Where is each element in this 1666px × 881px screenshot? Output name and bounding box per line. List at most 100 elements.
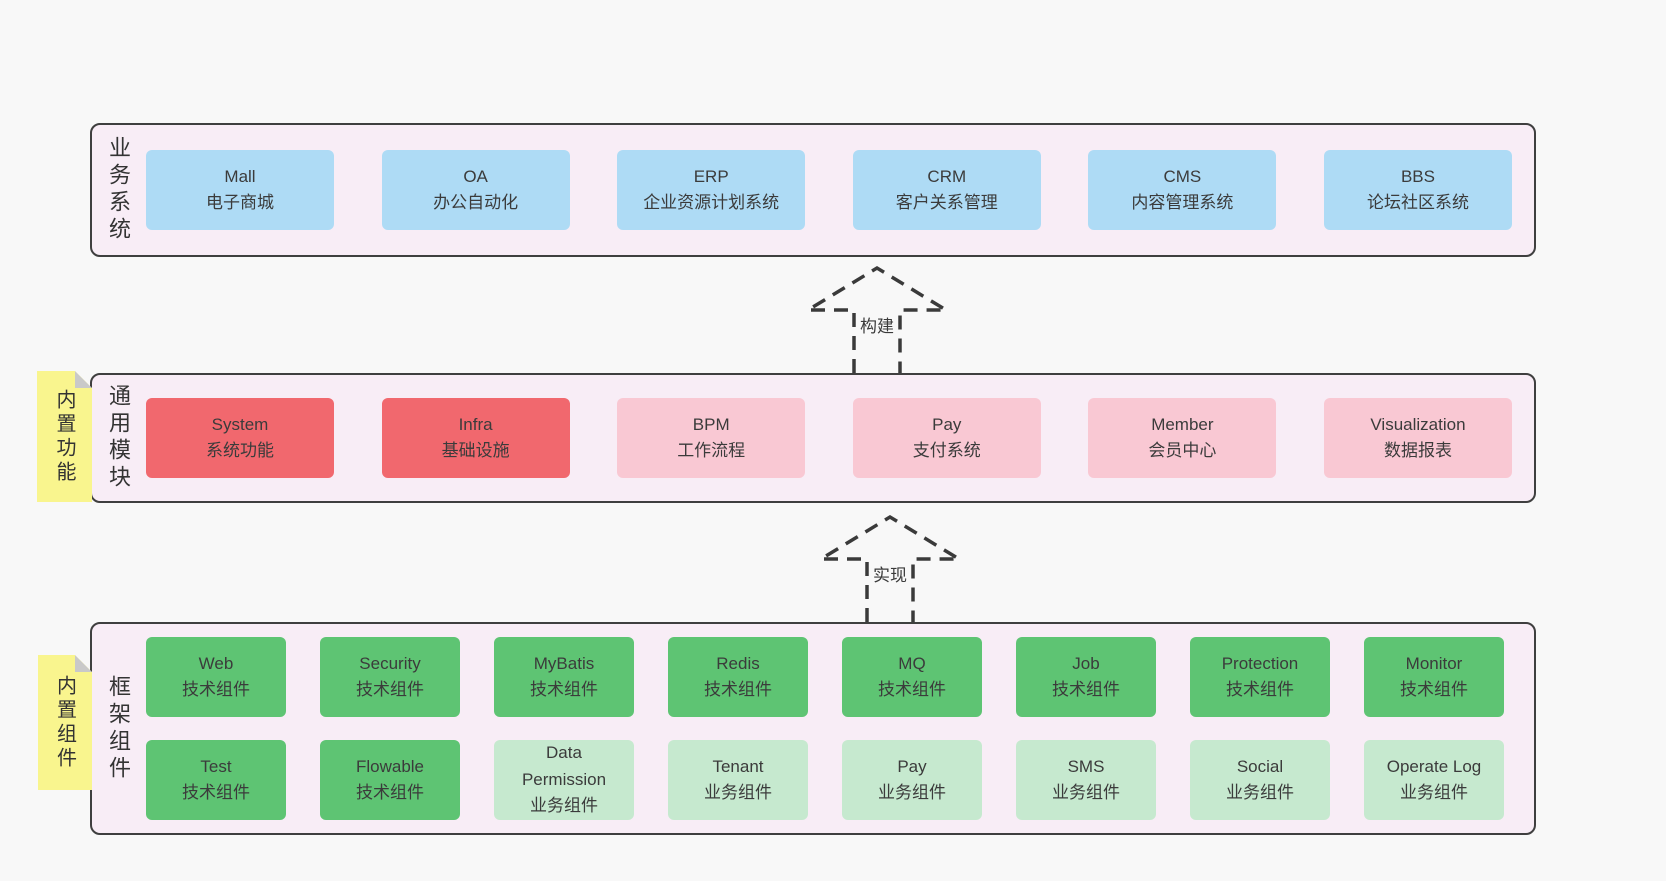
layer-label: 通用模块: [106, 384, 131, 492]
item-name: Pay: [932, 414, 962, 434]
item-data-permission: Data Permission 业务组件: [494, 740, 634, 820]
item-desc: 数据报表: [1383, 441, 1452, 460]
item-name: OA: [463, 166, 488, 186]
item-desc: 技术组件: [1226, 680, 1294, 699]
item-name: Mall: [224, 166, 256, 186]
arrow-implement: 实现: [815, 513, 965, 622]
item-desc: 业务组件: [704, 783, 772, 802]
item-desc: 技术组件: [1400, 680, 1468, 699]
item-desc: 电子商城: [206, 193, 274, 212]
item-name: Redis: [716, 653, 760, 673]
item-desc: 技术组件: [530, 680, 598, 699]
layer--: 通用模块 System 系统功能 Infra 基础设施 BPM 工作流程 Pay 支付系统 Mem…: [90, 373, 1536, 503]
item-bpm: BPM 工作流程: [617, 398, 806, 478]
layer--: 框架组件 Web 技术组件 Security 技术组件 MyBatis 技术组件 Redis 技…: [90, 622, 1536, 835]
item-sms: SMS 业务组件: [1016, 740, 1156, 820]
item-pay: Pay 支付系统: [852, 398, 1041, 478]
arrow-label: 实现: [871, 561, 909, 586]
item-desc: 支付系统: [912, 441, 981, 460]
sticky-note-builtin-features: 内置功能: [37, 371, 92, 502]
item-name: Tenant: [712, 756, 764, 776]
item-infra: Infra 基础设施: [381, 398, 570, 478]
item-cms: CMS 内容管理系统: [1088, 150, 1277, 230]
item-desc: 业务组件: [1400, 783, 1468, 802]
arrow-build: 构建: [802, 264, 952, 373]
items-row: Mall 电子商城 OA 办公自动化 ERP 企业资源计划系统 CRM 客户关系管理 CMS 内容…: [144, 125, 1534, 255]
item-desc: 业务组件: [1052, 783, 1120, 802]
item-desc: 系统功能: [206, 441, 274, 460]
item-job: Job 技术组件: [1016, 637, 1156, 717]
item-name: Visualization: [1370, 414, 1466, 434]
item-protection: Protection 技术组件: [1190, 637, 1330, 717]
item-name: Job: [1072, 653, 1100, 673]
item-name: Protection: [1221, 653, 1299, 673]
item-desc: 办公自动化: [433, 193, 519, 212]
dashed-up-arrow-icon: [802, 265, 952, 373]
item-tenant: Tenant 业务组件: [668, 740, 808, 820]
items-row: System 系统功能 Infra 基础设施 BPM 工作流程 Pay 支付系统 Member 会…: [144, 375, 1534, 501]
item-security: Security 技术组件: [320, 637, 460, 717]
item-desc: 技术组件: [356, 783, 424, 802]
item-desc: 技术组件: [182, 783, 250, 802]
item-desc: 基础设施: [441, 441, 510, 460]
item-name: BPM: [692, 414, 730, 434]
item-name: System: [211, 414, 269, 434]
item-social: Social 业务组件: [1190, 740, 1330, 820]
layer-label: 框架组件: [106, 674, 131, 783]
item-test: Test 技术组件: [146, 740, 286, 820]
item-bbs: BBS 论坛社区系统: [1323, 150, 1512, 230]
item-desc: 会员中心: [1148, 441, 1217, 460]
item-name: Member: [1151, 414, 1214, 434]
item-redis: Redis 技术组件: [668, 637, 808, 717]
item-crm: CRM 客户关系管理: [852, 150, 1041, 230]
item-flowable: Flowable 技术组件: [320, 740, 460, 820]
item-mall: Mall 电子商城: [146, 150, 334, 230]
note-label: 内置功能: [53, 388, 75, 485]
item-oa: OA 办公自动化: [381, 150, 570, 230]
item-erp: ERP 企业资源计划系统: [617, 150, 806, 230]
item-name: CRM: [927, 166, 967, 186]
item-name: MyBatis: [533, 653, 595, 673]
item-name: BBS: [1400, 166, 1435, 186]
item-desc: 技术组件: [1052, 680, 1120, 699]
item-desc: 技术组件: [704, 680, 772, 699]
sticky-note-builtin-components: 内置组件: [38, 655, 92, 790]
item-name: Social: [1236, 756, 1284, 776]
item-desc: 技术组件: [356, 680, 424, 699]
item-name: Infra: [458, 414, 493, 434]
item-web: Web 技术组件: [146, 637, 286, 717]
item-member: Member 会员中心: [1088, 398, 1277, 478]
item-name: Test: [200, 756, 232, 776]
item-desc: 技术组件: [878, 680, 946, 699]
item-desc: 客户关系管理: [895, 193, 998, 212]
item-name: Data Permission: [521, 743, 607, 789]
item-desc: 内容管理系统: [1131, 193, 1234, 212]
item-monitor: Monitor 技术组件: [1364, 637, 1504, 717]
item-name: Pay: [897, 756, 927, 776]
item-name: Monitor: [1405, 653, 1463, 673]
item-mybatis: MyBatis 技术组件: [494, 637, 634, 717]
item-name: Flowable: [355, 756, 425, 776]
item-system: System 系统功能: [146, 398, 334, 478]
item-desc: 技术组件: [182, 680, 250, 699]
item-name: Operate Log: [1386, 756, 1482, 776]
item-desc: 工作流程: [677, 441, 746, 460]
item-name: Web: [198, 653, 234, 673]
item-desc: 业务组件: [1226, 783, 1294, 802]
item-name: SMS: [1067, 756, 1105, 776]
item-desc: 业务组件: [530, 796, 598, 816]
note-label: 内置组件: [53, 674, 76, 771]
item-name: ERP: [693, 166, 729, 186]
item-name: CMS: [1163, 166, 1202, 186]
item-desc: 论坛社区系统: [1366, 193, 1469, 212]
item-name: Security: [359, 653, 421, 673]
item-desc: 企业资源计划系统: [643, 193, 780, 212]
arrow-label: 构建: [858, 312, 896, 337]
layer-label: 业务系统: [106, 136, 131, 244]
